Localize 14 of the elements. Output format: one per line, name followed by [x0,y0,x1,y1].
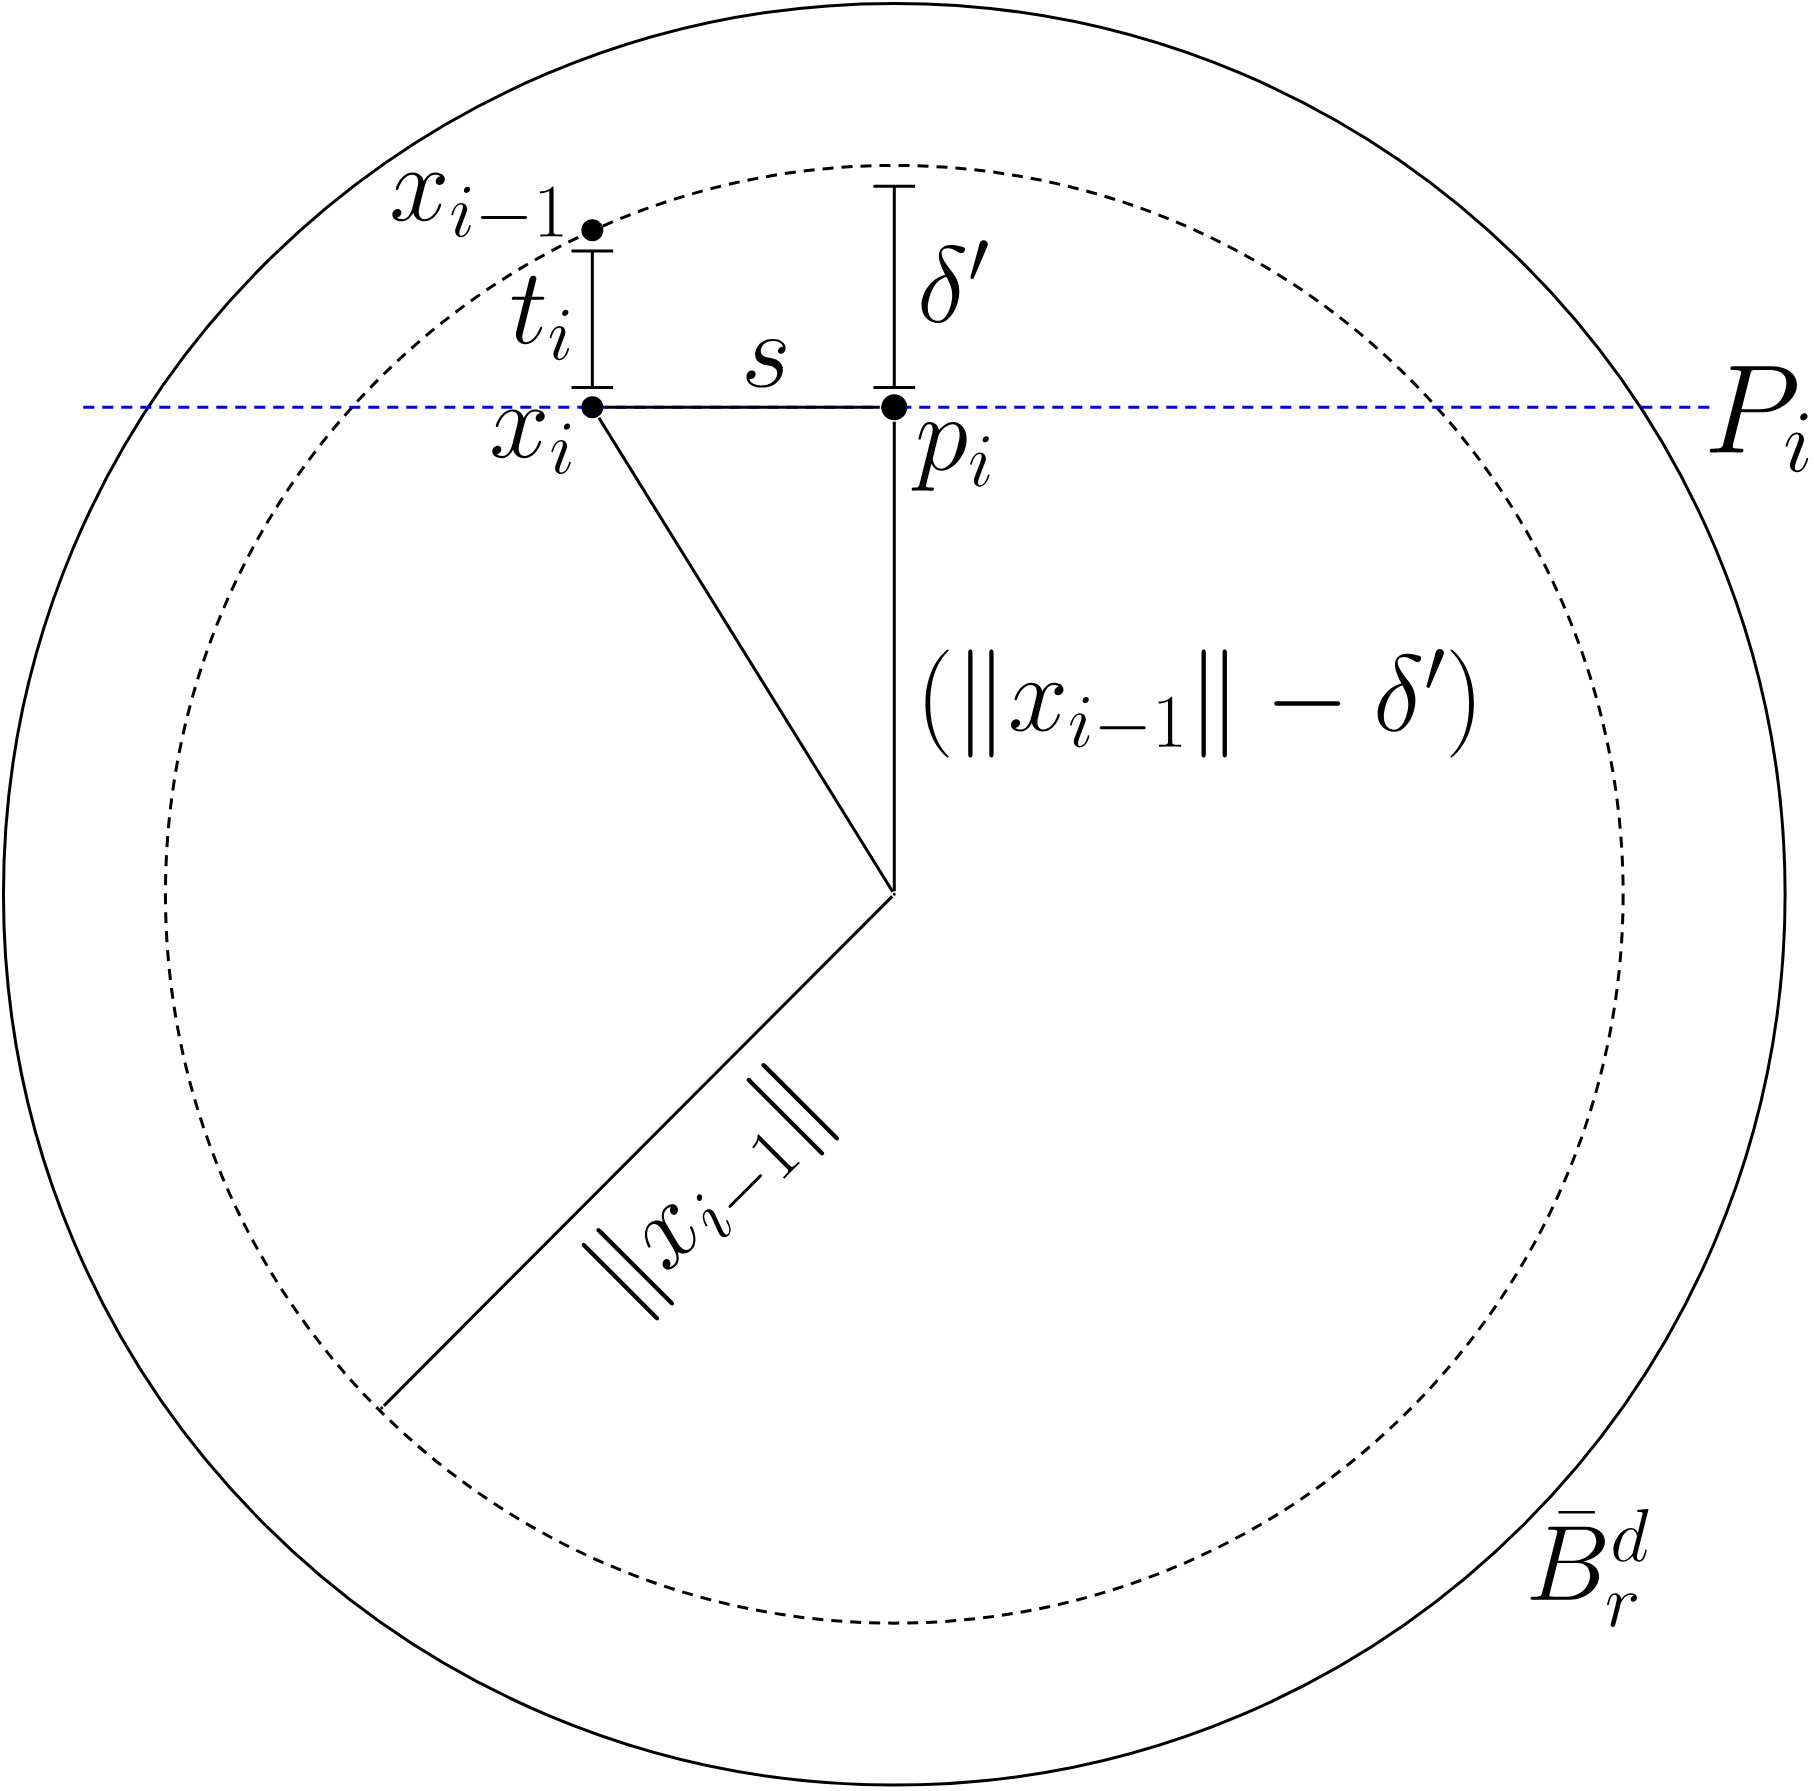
plane-label: $P_i$ [1709,366,1809,473]
segment [597,417,894,893]
node-label: $x_{i-1}$ [392,172,563,238]
node-label: $x_i$ [492,409,571,475]
edge-label: $s$ [746,338,786,388]
node-label: $p_i$ [911,422,990,491]
dimension-label: $\delta'$ [921,240,988,324]
dimension-label: $t_i$ [511,275,570,361]
vertex [892,892,896,896]
ball-label: $\bar{B}_r^d$ [1530,1509,1649,1628]
edge-label: $(\|x_{i-1}\| - \delta')$ [925,649,1474,758]
segment [604,405,880,409]
segment [892,421,896,892]
vertex [380,1406,384,1410]
